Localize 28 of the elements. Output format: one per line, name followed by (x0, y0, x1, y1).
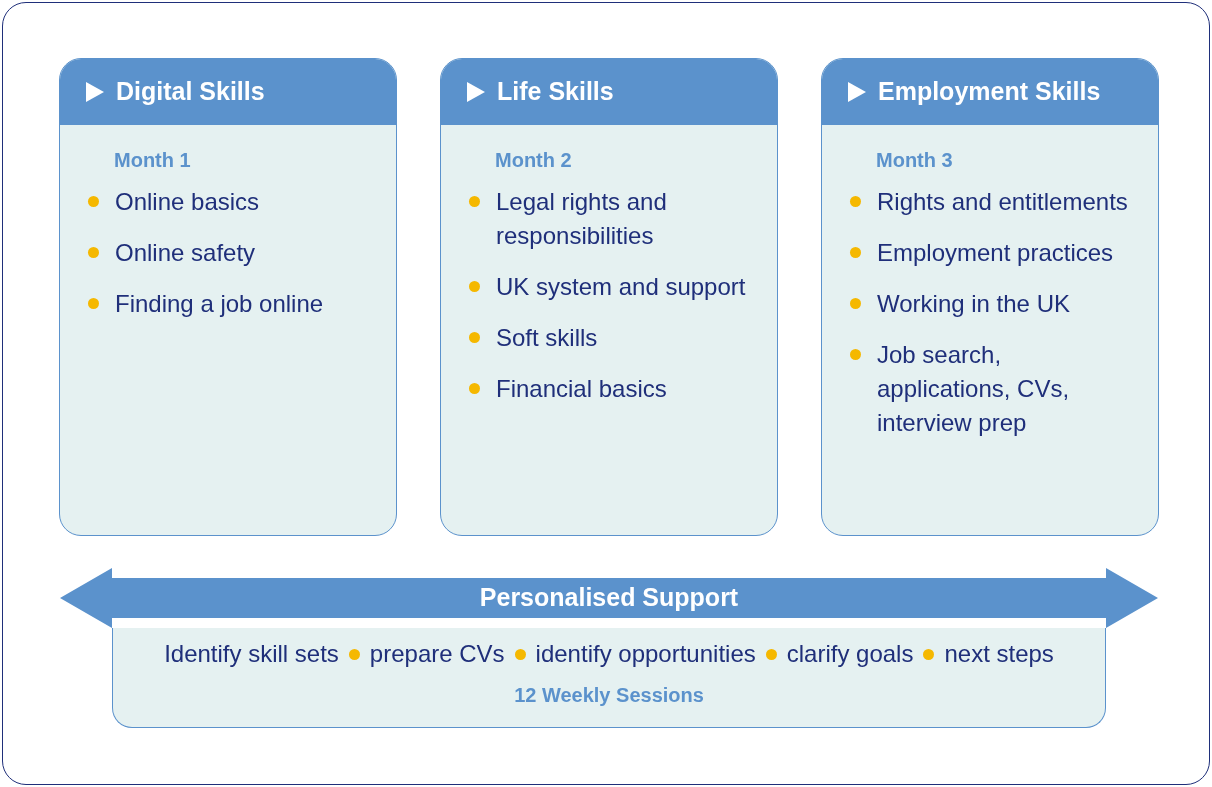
support-item: clarify goals (786, 639, 914, 669)
card-title: Digital Skills (116, 76, 265, 108)
list-item: Rights and entitlements (877, 187, 1128, 217)
list-item: Online basics (115, 187, 260, 217)
list-item: Financial basics (496, 374, 667, 404)
list-item: Legal rights and responsibilities (496, 187, 668, 251)
support-box (112, 628, 1106, 728)
skill-card (440, 58, 778, 536)
card-title: Life Skills (497, 76, 614, 108)
list-item: Working in the UK (877, 289, 1070, 319)
band-title: Personalised Support (479, 582, 739, 614)
list-item: Job search, applications, CVs, interview prep (877, 340, 1071, 438)
sessions-label: 12 Weekly Sessions (514, 683, 704, 708)
list-item: Employment practices (877, 238, 1114, 268)
month-label: Month 2 (495, 148, 573, 173)
support-item: next steps (944, 639, 1054, 669)
list-item: UK system and support (496, 272, 746, 302)
support-item: Identify skill sets (164, 639, 339, 669)
support-item: identify opportunities (535, 639, 756, 669)
month-label: Month 1 (114, 148, 192, 173)
list-item: Soft skills (496, 323, 598, 353)
month-label: Month 3 (876, 148, 954, 173)
list-item: Finding a job online (115, 289, 324, 319)
skill-card (59, 58, 397, 536)
list-item: Online safety (115, 238, 256, 268)
support-item: prepare CVs (369, 639, 505, 669)
card-title: Employment Skills (878, 76, 1101, 108)
skill-card (821, 58, 1159, 536)
